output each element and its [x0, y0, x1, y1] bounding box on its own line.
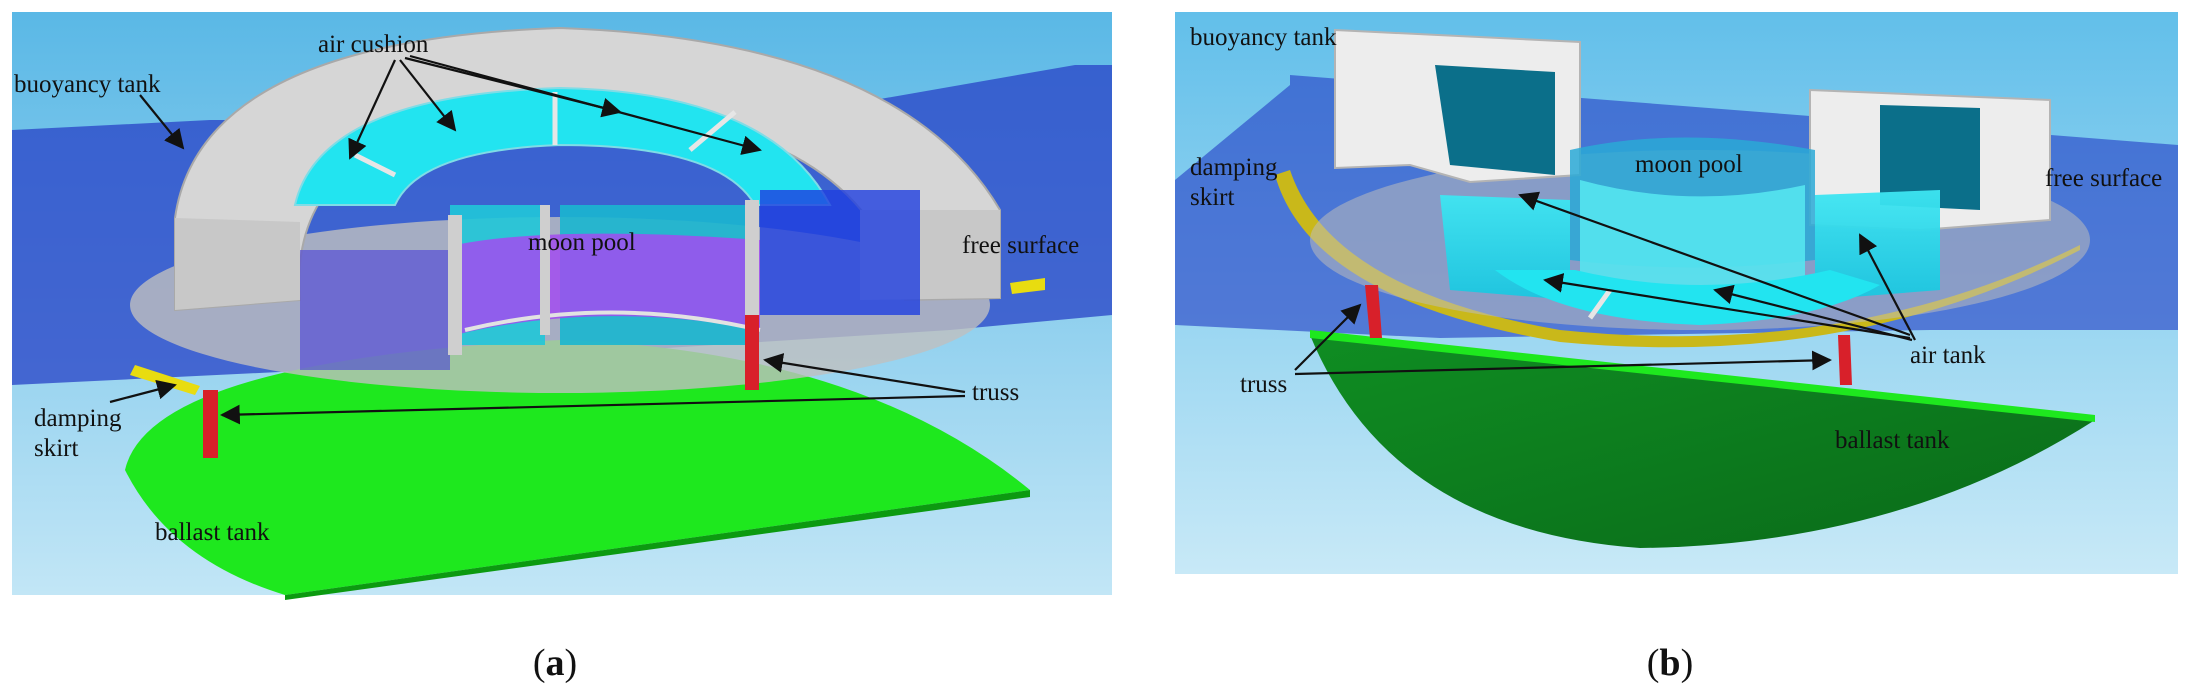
panel-a-ballast-edge: [285, 490, 1030, 600]
panel-b: buoyancy tank damping skirt moon pool fr…: [1175, 12, 2178, 684]
panel-a-moon-pool: [455, 233, 760, 335]
panel-b-label-truss: truss: [1240, 371, 1287, 398]
panel-b-ballast-tank: [1310, 335, 2095, 548]
panel-a-buoyancy-tank-face-left: [175, 218, 300, 310]
panel-a-label-skirt: skirt: [34, 435, 79, 462]
panel-b-wall-right: [1880, 105, 1980, 210]
panel-b-label-air-tank: air tank: [1910, 342, 1986, 369]
panel-b-air-tank-bottom: [1495, 270, 1880, 325]
panel-a-inner-wall-front: [300, 250, 450, 370]
panel-a-ballast-tank: [125, 340, 1030, 595]
panel-b-label-moon-pool: moon pool: [1635, 151, 1743, 178]
panel-a-caption: (a): [533, 642, 577, 684]
panel-a-label-truss: truss: [972, 379, 1019, 406]
panel-b-label-free-surface: free surface: [2045, 165, 2162, 192]
panel-b-truss-right: [1838, 335, 1852, 385]
panel-a-air-cushion-top: [293, 86, 832, 206]
panel-a-label-damping: damping: [34, 405, 122, 432]
panel-b-label-ballast-tank: ballast tank: [1835, 427, 1950, 454]
panel-b-label-buoyancy-tank: buoyancy tank: [1190, 24, 1337, 51]
panel-b-truss-left: [1365, 285, 1382, 338]
panel-a-skirt-yellow-right: [1010, 278, 1045, 294]
panel-b-label-damping: damping: [1190, 154, 1278, 181]
panel-b-wall-left: [1435, 65, 1555, 175]
panel-a-label-buoyancy-tank: buoyancy tank: [14, 71, 161, 98]
panel-b-moon-pool-front: [1580, 180, 1805, 295]
panel-a-label-ballast-tank: ballast tank: [155, 519, 270, 546]
panel-a-label-air-cushion: air cushion: [318, 31, 429, 58]
panel-a-truss-right: [745, 315, 759, 390]
panel-a: buoyancy tank air cushion moon pool free…: [12, 12, 1112, 684]
panel-b-arrows: [1294, 191, 1916, 376]
panel-b-air-tank-right: [1815, 190, 1940, 300]
panel-b-label-skirt: skirt: [1190, 184, 1235, 211]
panel-a-arrows: [109, 54, 966, 425]
panel-a-label-free-surface: free surface: [962, 232, 1079, 259]
panel-a-inner-wall-right: [760, 190, 920, 315]
panel-a-label-moon-pool: moon pool: [528, 229, 636, 256]
panel-a-truss-left: [203, 390, 218, 458]
panel-b-ballast-edge: [1310, 330, 2095, 422]
panel-b-caption: (b): [1647, 642, 1693, 684]
